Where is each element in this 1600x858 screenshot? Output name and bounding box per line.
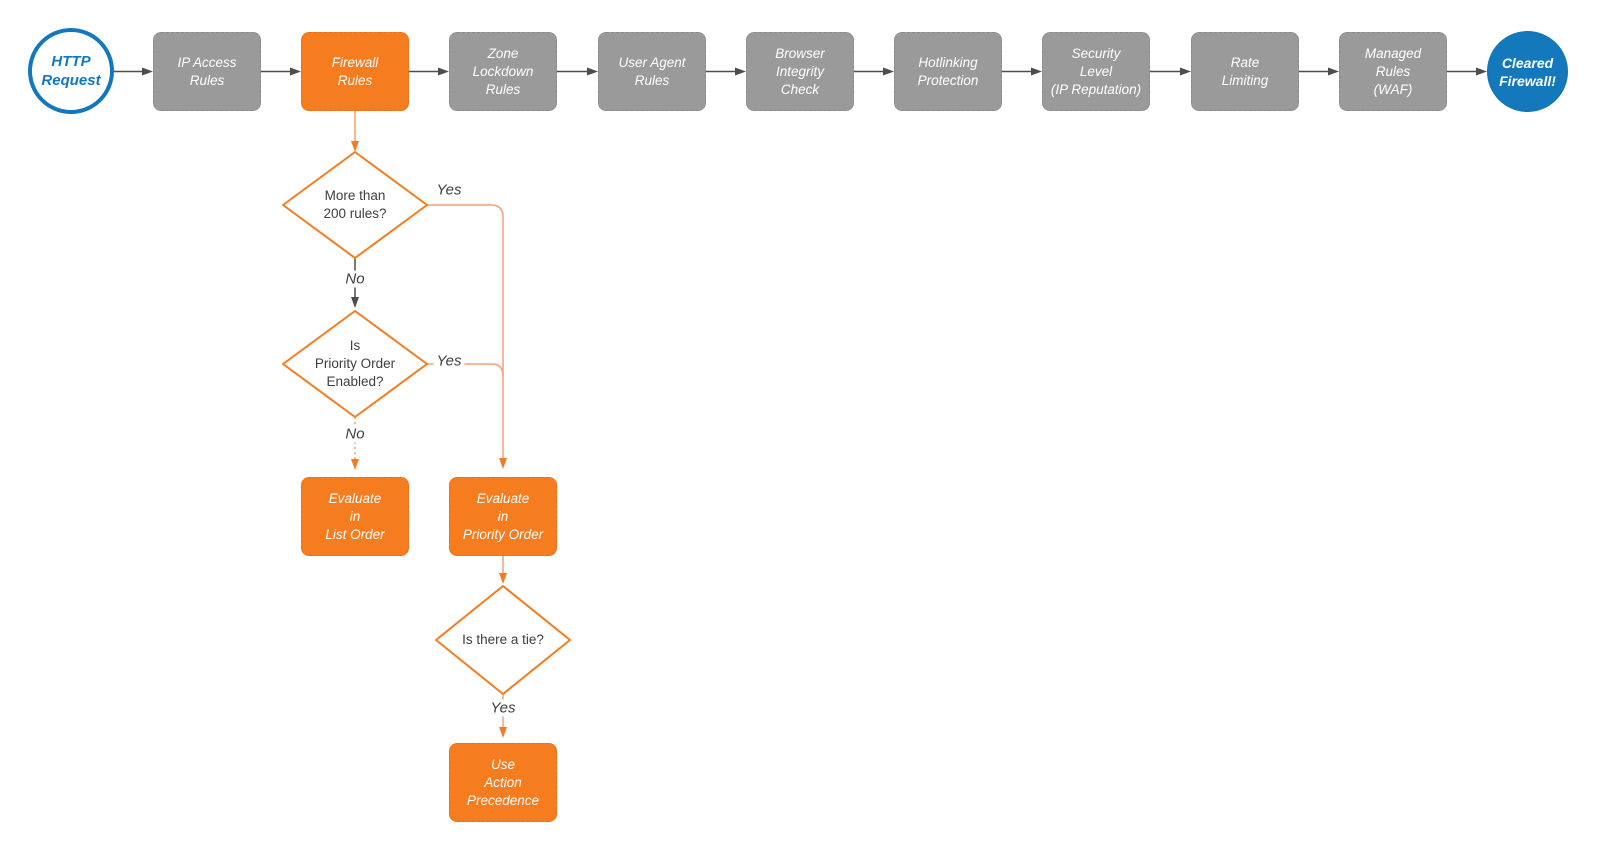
stage-label: User Agent Rules: [618, 54, 686, 88]
connector-decision2-yes-join: [427, 363, 504, 377]
stage-hotlinking-protection: Hotlinking Protection: [894, 32, 1002, 111]
edge-label-no-decision1: No: [342, 270, 368, 288]
stage-label: Browser Integrity Check: [775, 45, 825, 97]
node-label: Evaluate in List Order: [325, 490, 385, 542]
decision-priority-order-enabled-shape: [282, 310, 428, 418]
edge-label-yes-decision3: Yes: [487, 699, 519, 717]
node-evaluate-in-priority-order: Evaluate in Priority Order: [449, 477, 557, 556]
node-evaluate-in-list-order: Evaluate in List Order: [301, 477, 409, 556]
edge-label-yes-decision1: Yes: [433, 181, 465, 199]
stage-user-agent-rules: User Agent Rules: [598, 32, 706, 111]
stage-firewall-rules: Firewall Rules: [301, 32, 409, 111]
stage-ip-access-rules: IP Access Rules: [153, 32, 261, 111]
stage-zone-lockdown-rules: Zone Lockdown Rules: [449, 32, 557, 111]
stage-browser-integrity-check: Browser Integrity Check: [746, 32, 854, 111]
start-node-http-request: HTTP Request: [28, 28, 114, 114]
stage-security-level: Security Level (IP Reputation): [1042, 32, 1150, 111]
end-node-label: Cleared Firewall!: [1499, 54, 1556, 89]
decision-is-there-a-tie-shape: [435, 585, 571, 695]
stage-label: Firewall Rules: [331, 54, 379, 88]
stage-label: Hotlinking Protection: [917, 54, 979, 88]
end-node-cleared-firewall: Cleared Firewall!: [1487, 31, 1568, 112]
stage-label: IP Access Rules: [177, 54, 237, 88]
edge-label-yes-decision2: Yes: [433, 352, 465, 370]
node-use-action-precedence: Use Action Precedence: [449, 743, 557, 822]
edge-label-no-decision2: No: [342, 425, 368, 443]
stage-rate-limiting: Rate Limiting: [1191, 32, 1299, 111]
stage-label: Security Level (IP Reputation): [1050, 45, 1142, 97]
stage-label: Rate Limiting: [1221, 54, 1269, 88]
node-label: Evaluate in Priority Order: [462, 490, 544, 542]
node-label: Use Action Precedence: [466, 756, 540, 808]
stage-label: Managed Rules (WAF): [1364, 45, 1422, 97]
stage-label: Zone Lockdown Rules: [472, 45, 534, 97]
connector-decision1-yes-to-priority: [427, 204, 507, 469]
decision-more-than-200-rules-shape: [282, 151, 428, 259]
stage-managed-rules-waf: Managed Rules (WAF): [1339, 32, 1447, 111]
start-node-label: HTTP Request: [41, 53, 101, 89]
